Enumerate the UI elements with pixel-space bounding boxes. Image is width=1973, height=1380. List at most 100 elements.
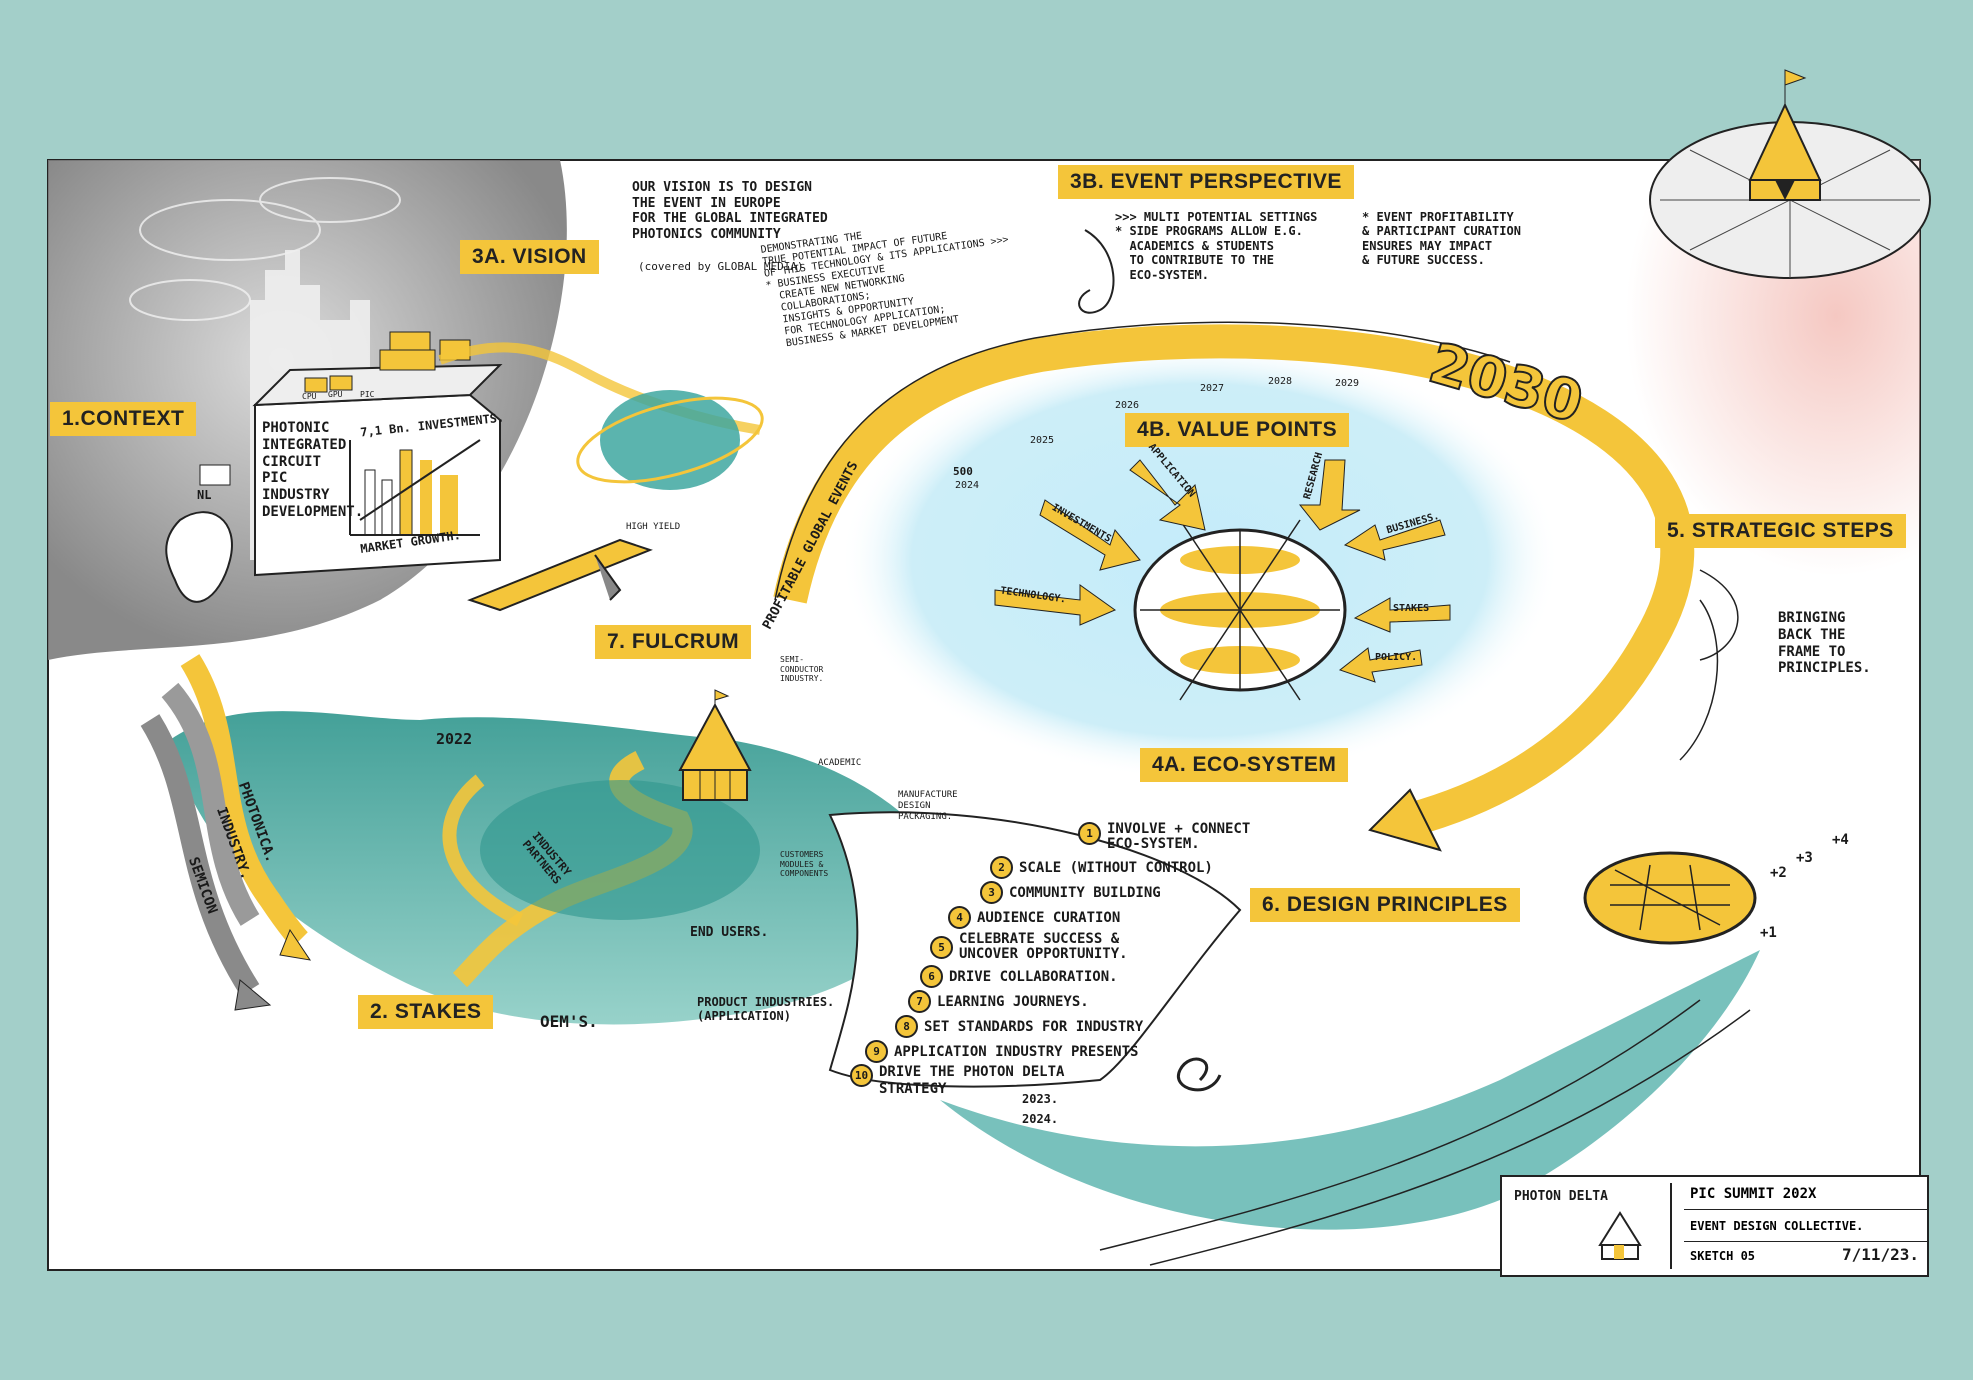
- chip-label-cpu: CPU: [302, 392, 317, 401]
- label-value-points: 4B. VALUE POINTS: [1125, 413, 1350, 447]
- oems-text: OEM'S.: [540, 1012, 598, 1031]
- event-disk: [1649, 69, 1931, 279]
- timeline-2024: 2024.: [1022, 1112, 1059, 1126]
- principle-number: 10: [850, 1064, 873, 1087]
- principle-text: SET STANDARDS FOR INDUSTRY: [924, 1018, 1144, 1035]
- wave: [940, 950, 1760, 1230]
- arrow-down: [594, 554, 622, 601]
- title-block: PHOTON DELTA PIC SUMMIT 202X EVENT DESIG…: [1500, 1175, 1929, 1277]
- event-note-left: >>> MULTI POTENTIAL SETTINGS * SIDE PROG…: [1115, 210, 1318, 282]
- design-principles-list: 1 INVOLVE + CONNECT ECO-SYSTEM. 2 SCALE (W…: [820, 821, 1250, 1104]
- arc-year-2024: 2024: [955, 480, 980, 491]
- title-line-3: SKETCH 05: [1690, 1249, 1756, 1263]
- principle-text: APPLICATION INDUSTRY PRESENTS: [894, 1043, 1139, 1060]
- principle-number: 1: [1078, 822, 1101, 845]
- principle-item: 2 SCALE (WITHOUT CONTROL): [820, 855, 1250, 880]
- title-line-2: EVENT DESIGN COLLECTIVE.: [1684, 1211, 1928, 1242]
- arc-size: 500: [953, 465, 973, 478]
- step-plus-4: +4: [1832, 832, 1849, 848]
- stakes-platform: [480, 780, 760, 920]
- principle-text: AUDIENCE CURATION: [977, 909, 1121, 926]
- principle-number: 4: [948, 906, 971, 929]
- wave-strokes: [1099, 999, 1751, 1266]
- principle-number: 5: [930, 935, 953, 959]
- title-date: 7/11/23.: [1842, 1245, 1920, 1264]
- principle-text: SCALE (WITHOUT CONTROL): [1019, 859, 1213, 876]
- arc-year-2029: 2029: [1335, 378, 1360, 389]
- arc-year-2027: 2027: [1200, 383, 1225, 394]
- stream-photonica: [180, 654, 308, 948]
- label-fulcrum: 7. FULCRUM: [595, 625, 752, 659]
- arc-year-2026: 2026: [1115, 400, 1140, 411]
- bringing-note: BRINGING BACK THE FRAME TO PRINCIPLES.: [1778, 610, 1871, 677]
- principle-text: DRIVE THE PHOTON DELTA STRATEGY: [879, 1064, 1065, 1097]
- progress-arc-outline: [774, 321, 1511, 601]
- scroll-swirl: [1176, 1057, 1222, 1092]
- nl-text: NL: [197, 488, 212, 502]
- academic-text: ACADEMIC: [818, 758, 862, 768]
- photon-delta-logo: PHOTON DELTA: [1510, 1183, 1672, 1269]
- principle-text: LEARNING JOURNEYS.: [937, 993, 1089, 1010]
- chip-label-gpu: GPU: [328, 390, 343, 399]
- pic-building: [252, 331, 503, 577]
- vision-curl: [1078, 229, 1115, 314]
- principle-item: 7 LEARNING JOURNEYS.: [820, 989, 1250, 1014]
- value-points-diagram: [994, 459, 1451, 701]
- principle-number: 2: [990, 856, 1013, 879]
- principle-item: 6 DRIVE COLLABORATION.: [820, 964, 1250, 989]
- step-plus-2: +2: [1770, 865, 1787, 881]
- step-plus-1: +1: [1760, 925, 1777, 941]
- pic-building-text: PHOTONIC INTEGRATED CIRCUIT PIC INDUSTRY…: [262, 420, 364, 520]
- high-yield-text: HIGH YIELD: [626, 522, 681, 532]
- progress-arc: [773, 324, 1695, 837]
- logo-text: PHOTON DELTA: [1514, 1189, 1608, 1204]
- grid-disk: [1583, 851, 1757, 945]
- chip-label-pic: PIC: [360, 390, 375, 399]
- semiconductor-text: SEMI- CONDUCTOR INDUSTRY.: [780, 655, 824, 684]
- vision-credit: (covered by GLOBAL MEDIA): [638, 260, 804, 273]
- label-context: 1.CONTEXT: [50, 402, 197, 436]
- principle-text: CELEBRATE SUCCESS & UNCOVER OPPORTUNITY.: [959, 930, 1128, 962]
- principle-item: 4 AUDIENCE CURATION: [820, 905, 1250, 930]
- principle-item: 1 INVOLVE + CONNECT ECO-SYSTEM.: [820, 821, 1250, 852]
- end-users-text: END USERS.: [690, 925, 769, 940]
- vp-policy: POLICY.: [1375, 652, 1418, 663]
- hand-flag: [165, 511, 233, 603]
- event-note-right: * EVENT PROFITABILITY & PARTICIPANT CURA…: [1362, 210, 1521, 268]
- label-eco-system: 4A. ECO-SYSTEM: [1140, 748, 1349, 782]
- title-line-1: PIC SUMMIT 202X: [1684, 1179, 1928, 1210]
- vision-note: OUR VISION IS TO DESIGN THE EVENT IN EUR…: [632, 180, 828, 242]
- label-stakes: 2. STAKES: [358, 995, 494, 1029]
- timeline-2023: 2023.: [1022, 1092, 1059, 1106]
- principle-number: 9: [865, 1040, 888, 1063]
- vp-stakes: STAKES: [1393, 603, 1430, 614]
- customers-text: CUSTOMERS MODULES & COMPONENTS: [780, 850, 829, 879]
- principle-item: 10 DRIVE THE PHOTON DELTA STRATEGY: [820, 1064, 1250, 1104]
- principle-number: 6: [920, 965, 943, 988]
- principle-text: DRIVE COLLABORATION.: [949, 968, 1118, 985]
- principle-item: 9 APPLICATION INDUSTRY PRESENTS: [820, 1039, 1250, 1064]
- label-design-principles: 6. DESIGN PRINCIPLES: [1250, 888, 1520, 922]
- manufacture-text: MANUFACTURE DESIGN PACKAGING.: [898, 790, 958, 822]
- principle-item: 8 SET STANDARDS FOR INDUSTRY: [820, 1014, 1250, 1039]
- principle-number: 7: [908, 990, 931, 1013]
- bridge: [467, 538, 653, 612]
- arc-year-2025: 2025: [1030, 435, 1055, 446]
- steps-bracket: [1679, 569, 1739, 761]
- label-event-perspective: 3B. EVENT PERSPECTIVE: [1058, 165, 1354, 199]
- logo-tent-icon: [1598, 1211, 1642, 1260]
- arc-arrowhead: [1368, 788, 1442, 852]
- principle-text: INVOLVE + CONNECT ECO-SYSTEM.: [1107, 821, 1251, 853]
- label-strategic-steps: 5. STRATEGIC STEPS: [1655, 514, 1906, 548]
- step-plus-3: +3: [1796, 850, 1813, 866]
- arc-year-2028: 2028: [1268, 376, 1293, 387]
- stakes-river-2: [442, 774, 524, 927]
- stream-industry: [161, 682, 260, 926]
- product-industries-text: PRODUCT INDUSTRIES. (APPLICATION): [697, 995, 835, 1024]
- stream-semicon: [140, 714, 260, 996]
- principle-number: 8: [895, 1015, 918, 1038]
- principle-number: 3: [980, 881, 1003, 904]
